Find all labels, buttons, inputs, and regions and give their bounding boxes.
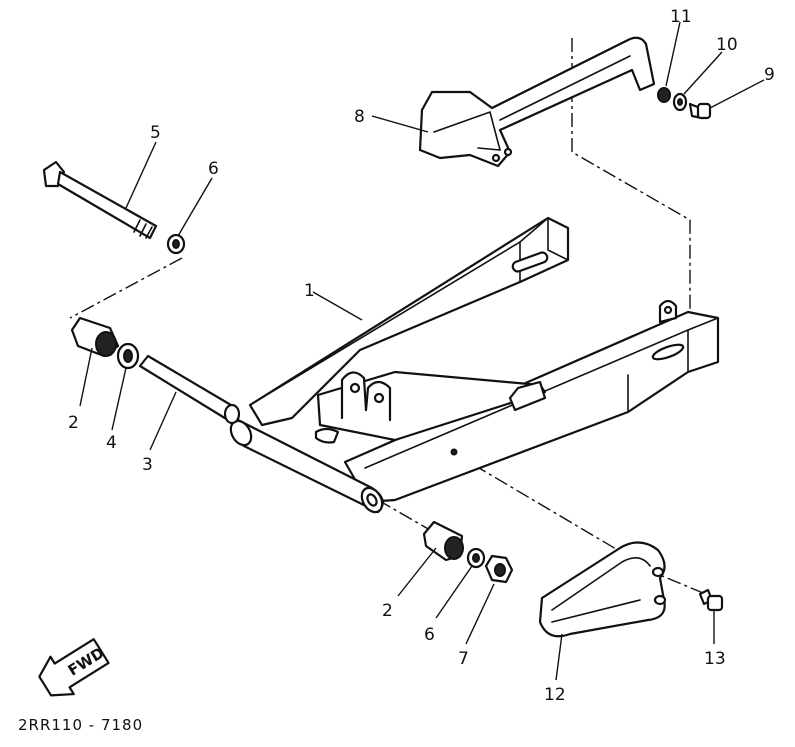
- callout-numbers: 1 2 2 3 4 5 6 6 7 8 9 10 11 12 13: [68, 7, 775, 705]
- leader-9: [709, 79, 765, 109]
- leader-7: [465, 583, 495, 645]
- callout-7: 7: [458, 649, 469, 669]
- leader-4: [111, 367, 127, 431]
- callout-3: 3: [142, 455, 153, 475]
- pivot-bolt-shank: [56, 170, 158, 240]
- leader-2a: [79, 347, 93, 407]
- assembly-line-pivot: [377, 499, 431, 531]
- part-chain-case: [538, 541, 667, 638]
- leader-6a: [177, 177, 213, 237]
- fwd-arrow-icon: FWD: [38, 638, 110, 697]
- fwd-arrow-shape: [38, 638, 110, 697]
- nut-7-hole: [494, 563, 506, 577]
- bushing-left-bore: [95, 331, 117, 357]
- rear-arm-pivot-bore: [366, 493, 378, 507]
- callout-4: 4: [106, 433, 117, 453]
- part-screw: [698, 588, 724, 612]
- chain-case-inner-top: [551, 557, 651, 611]
- part-rear-arm: [229, 216, 720, 514]
- leader-11: [665, 21, 681, 87]
- part-bushing-right: [422, 520, 464, 562]
- rear-arm-bracket-hole-right: [373, 392, 385, 404]
- chain-guide-inner-edge: [433, 110, 502, 151]
- part-washer-top: [166, 233, 186, 255]
- chain-case-inner-bottom: [551, 599, 641, 623]
- collar-washer-hole: [123, 349, 133, 363]
- spacer-tube-end: [223, 403, 241, 425]
- bushing-right-bore: [444, 536, 464, 560]
- chain-case-hole-bottom: [653, 594, 667, 606]
- rear-arm-left-slot: [511, 251, 549, 273]
- assembly-line-bolt: [69, 257, 183, 319]
- spacer-tube-body: [138, 354, 238, 422]
- leader-lines: [79, 21, 765, 681]
- callout-13: 13: [704, 649, 726, 669]
- part-collar-washer: [116, 342, 140, 370]
- callout-9: 9: [764, 65, 775, 85]
- leader-8: [371, 115, 429, 133]
- callout-6a: 6: [208, 159, 219, 179]
- callout-6b: 6: [424, 625, 435, 645]
- callout-11: 11: [670, 7, 692, 27]
- rear-arm-lower-bracket: [314, 427, 340, 444]
- leader-3: [149, 391, 177, 451]
- rear-arm-right-tab-hole: [663, 305, 673, 315]
- leader-6b: [435, 565, 473, 619]
- leader-1: [312, 291, 363, 321]
- leader-5: [125, 141, 157, 209]
- part-bushing-left: [70, 316, 120, 358]
- chain-guide-rail: [499, 55, 631, 121]
- pivot-bolt-thread: [133, 219, 153, 239]
- rear-arm-mount-hole: [450, 448, 458, 456]
- part-chain-guide-fasteners: [657, 87, 712, 120]
- callout-1: 1: [304, 281, 315, 301]
- rear-arm-right-slot: [651, 343, 685, 361]
- callout-10: 10: [716, 35, 738, 55]
- rear-arm-mount-plate: [508, 380, 547, 412]
- screw-13-head: [706, 594, 724, 612]
- chain-case-body: [538, 541, 666, 638]
- rear-arm-bracket-left: [340, 371, 368, 420]
- assembly-line-chain-case: [451, 451, 716, 599]
- part-pivot-bolt: [42, 160, 158, 240]
- callout-8: 8: [354, 107, 365, 127]
- part-spacer-tube: [138, 354, 241, 425]
- washer-6-top-hole: [172, 239, 180, 249]
- rear-arm-left-end: [547, 217, 569, 261]
- washer-6-bottom-hole: [472, 553, 480, 563]
- callout-2a: 2: [68, 413, 79, 433]
- callout-12: 12: [544, 685, 566, 705]
- rear-arm-cross-edge: [317, 394, 321, 426]
- chain-case-hole-top: [651, 566, 665, 578]
- washer-10-hole: [677, 98, 683, 106]
- chain-guide-hole-1: [491, 153, 501, 163]
- leader-12: [555, 633, 563, 681]
- bolt-9-head: [696, 102, 712, 120]
- callout-2b: 2: [382, 601, 393, 621]
- part-nut: [484, 554, 514, 584]
- nut-11: [657, 87, 671, 103]
- callout-5: 5: [150, 123, 161, 143]
- part-chain-guide: [418, 36, 656, 168]
- figure-code: 2RR110 - 7180: [18, 716, 143, 734]
- leader-2b: [397, 547, 437, 597]
- leader-10: [683, 51, 723, 95]
- chain-guide-hole-2: [503, 147, 513, 157]
- rear-arm-bracket-hole-left: [349, 382, 361, 394]
- part-washer-bottom: [466, 547, 486, 569]
